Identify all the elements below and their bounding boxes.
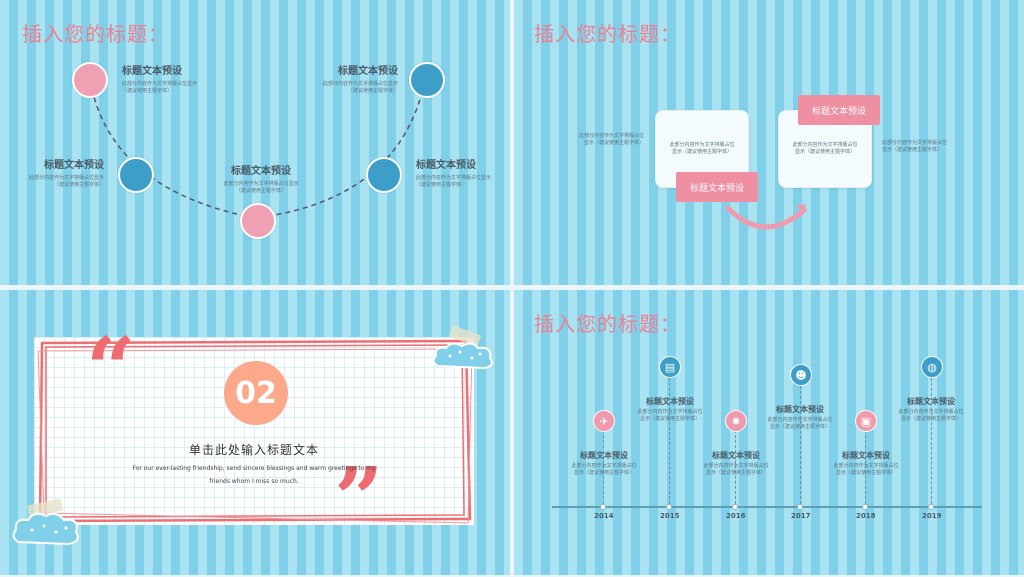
briefcase-icon: ▣ — [855, 410, 877, 432]
item-heading: 标题文本预设 — [338, 66, 398, 77]
item-body: 此部分内容作为文字排版占位显示 （建议使用主题字体） — [28, 175, 104, 188]
timeline-dot — [797, 504, 803, 510]
title-tag: 标题文本预设 — [798, 95, 880, 125]
node-circle-pink — [240, 203, 276, 239]
close-quote-icon: ” — [334, 449, 384, 550]
person-icon: ☻ — [790, 364, 812, 386]
node-circle-blue — [118, 157, 154, 193]
slide-title: 插入您的标题： — [22, 22, 169, 46]
entry-heading: 标题文本预设 — [580, 451, 628, 460]
section-subtitle: For our ever-lasting friendship, send si… — [132, 465, 376, 472]
timeline-entry: 标题文本预设 此部分内容作为文字排版占位 显示（建议使用主题字体） — [830, 450, 902, 477]
text-block: 标题文本预设 此部分内容作为文字排版占位显示 （建议使用主题字体） — [206, 162, 316, 195]
entry-heading: 标题文本预设 — [842, 451, 890, 460]
timeline-connector — [865, 430, 866, 504]
item-heading: 标题文本预设 — [416, 160, 476, 171]
item-body: 此部分内容作为文字排版占位显示 （建议使用主题字体） — [223, 181, 299, 194]
entry-body: 此部分内容作为文字排版占位 显示（建议使用主题字体） — [571, 463, 637, 476]
title-tag: 标题文本预设 — [676, 172, 758, 202]
text-block: 标题文本预设 此部分内容作为文字排版占位显示 （建议使用主题字体） — [318, 62, 398, 95]
entry-body: 此部分内容作为文字排版占位 显示（建议使用主题字体） — [767, 417, 833, 430]
airplane-icon: ✈ — [593, 410, 615, 432]
year-label: 2017 — [791, 512, 811, 520]
slide-title: 插入您的标题： — [534, 312, 681, 336]
node-circle-pink — [72, 62, 108, 98]
year-label: 2019 — [922, 512, 942, 520]
card-text: 此部分内容作为文字排版占位 显示（建议使用主题字体） — [669, 142, 735, 155]
cloud-icon — [12, 512, 79, 546]
curved-arrow-icon — [725, 204, 807, 230]
section-subtitle: friends whom I miss so much. — [209, 478, 299, 485]
timeline-entry: 标题文本预设 此部分内容作为文字排版占位 显示（建议使用主题字体） — [700, 450, 772, 477]
item-heading: 标题文本预设 — [231, 166, 291, 177]
star-icon: ✸ — [725, 410, 747, 432]
item-heading: 标题文本预设 — [44, 160, 104, 171]
timeline-connector — [603, 430, 604, 504]
entry-body: 此部分内容作为文字排版占位 显示（建议使用主题字体） — [703, 463, 769, 476]
entry-heading: 标题文本预设 — [907, 397, 955, 406]
scribble-frame — [37, 339, 473, 524]
timeline-dot — [928, 504, 934, 510]
globe-icon: ◍ — [921, 356, 943, 378]
text-block: 标题文本预设 此部分内容作为文字排版占位显示 （建议使用主题字体） — [122, 62, 212, 95]
open-quote-icon: “ — [86, 319, 136, 420]
cloud-icon — [432, 342, 493, 370]
node-circle-blue — [366, 157, 402, 193]
document-icon: ▤ — [659, 356, 681, 378]
text-block: 标题文本预设 此部分内容作为文字排版占位显示 （建议使用主题字体） — [416, 156, 496, 189]
slide-title: 插入您的标题： — [534, 22, 681, 46]
entry-body: 此部分内容作为文字排版占位 显示（建议使用主题字体） — [637, 409, 703, 422]
item-heading: 标题文本预设 — [122, 66, 182, 77]
node-circle-blue — [409, 62, 445, 98]
year-label: 2018 — [856, 512, 876, 520]
section-number-badge: 02 — [224, 361, 288, 425]
item-body: 此部分内容作为文字排版占位显示 （建议使用主题字体） — [122, 81, 198, 94]
entry-heading: 标题文本预设 — [712, 451, 760, 460]
slide-thumbnail-2[interactable]: 插入您的标题： 此部分内容作为文字排版占位 显示（建议使用主题字体） 此部分内容… — [514, 0, 1024, 285]
arc-connector — [89, 79, 426, 219]
timeline-connector — [931, 378, 932, 504]
timeline-dot — [732, 504, 738, 510]
timeline-connector — [735, 430, 736, 504]
timeline-dot — [600, 504, 606, 510]
timeline-connector — [800, 386, 801, 504]
timeline-dot — [666, 504, 672, 510]
timeline-connector — [669, 378, 670, 504]
timeline-dot — [862, 504, 868, 510]
entry-body: 此部分内容作为文字排版占位 显示（建议使用主题字体） — [833, 463, 899, 476]
timeline-entry: 标题文本预设 此部分内容作为文字排版占位 显示（建议使用主题字体） — [895, 396, 967, 423]
side-text: 此部分内容作为文字排版占位 显示（建议使用主题字体） — [882, 140, 948, 153]
year-label: 2014 — [594, 512, 614, 520]
slide-thumbnail-3[interactable]: “ ” 02 单击此处输入标题文本 For our ever-lasting f… — [0, 290, 510, 575]
slide-thumbnail-1[interactable]: 插入您的标题： 标题文本预设 此部分内容作为文字排版占位显示 （建议使用主题字体… — [0, 0, 510, 285]
item-body: 此部分内容作为文字排版占位显示 （建议使用主题字体） — [416, 175, 492, 188]
timeline-entry: 标题文本预设 此部分内容作为文字排版占位 显示（建议使用主题字体） — [568, 450, 640, 477]
year-label: 2016 — [726, 512, 746, 520]
card-text: 此部分内容作为文字排版占位 显示（建议使用主题字体） — [792, 142, 858, 155]
item-body: 此部分内容作为文字排版占位显示 （建议使用主题字体） — [322, 81, 398, 94]
timeline-entry: 标题文本预设 此部分内容作为文字排版占位 显示（建议使用主题字体） — [764, 404, 836, 431]
section-heading: 单击此处输入标题文本 — [188, 443, 319, 457]
entry-heading: 标题文本预设 — [646, 397, 694, 406]
timeline-axis — [552, 506, 982, 508]
entry-heading: 标题文本预设 — [776, 405, 824, 414]
entry-body: 此部分内容作为文字排版占位 显示（建议使用主题字体） — [898, 409, 964, 422]
notepaper-card: “ ” 02 单击此处输入标题文本 For our ever-lasting f… — [34, 327, 474, 543]
year-label: 2015 — [660, 512, 680, 520]
slide-thumbnail-4[interactable]: 插入您的标题： ✈ 标题文本预设 此部分内容作为文字排版占位 显示（建议使用主题… — [514, 290, 1024, 575]
side-text: 此部分内容作为文字排版占位 显示（建议使用主题字体） — [578, 133, 644, 146]
text-block: 标题文本预设 此部分内容作为文字排版占位显示 （建议使用主题字体） — [26, 156, 104, 189]
timeline-entry: 标题文本预设 此部分内容作为文字排版占位 显示（建议使用主题字体） — [634, 396, 706, 423]
